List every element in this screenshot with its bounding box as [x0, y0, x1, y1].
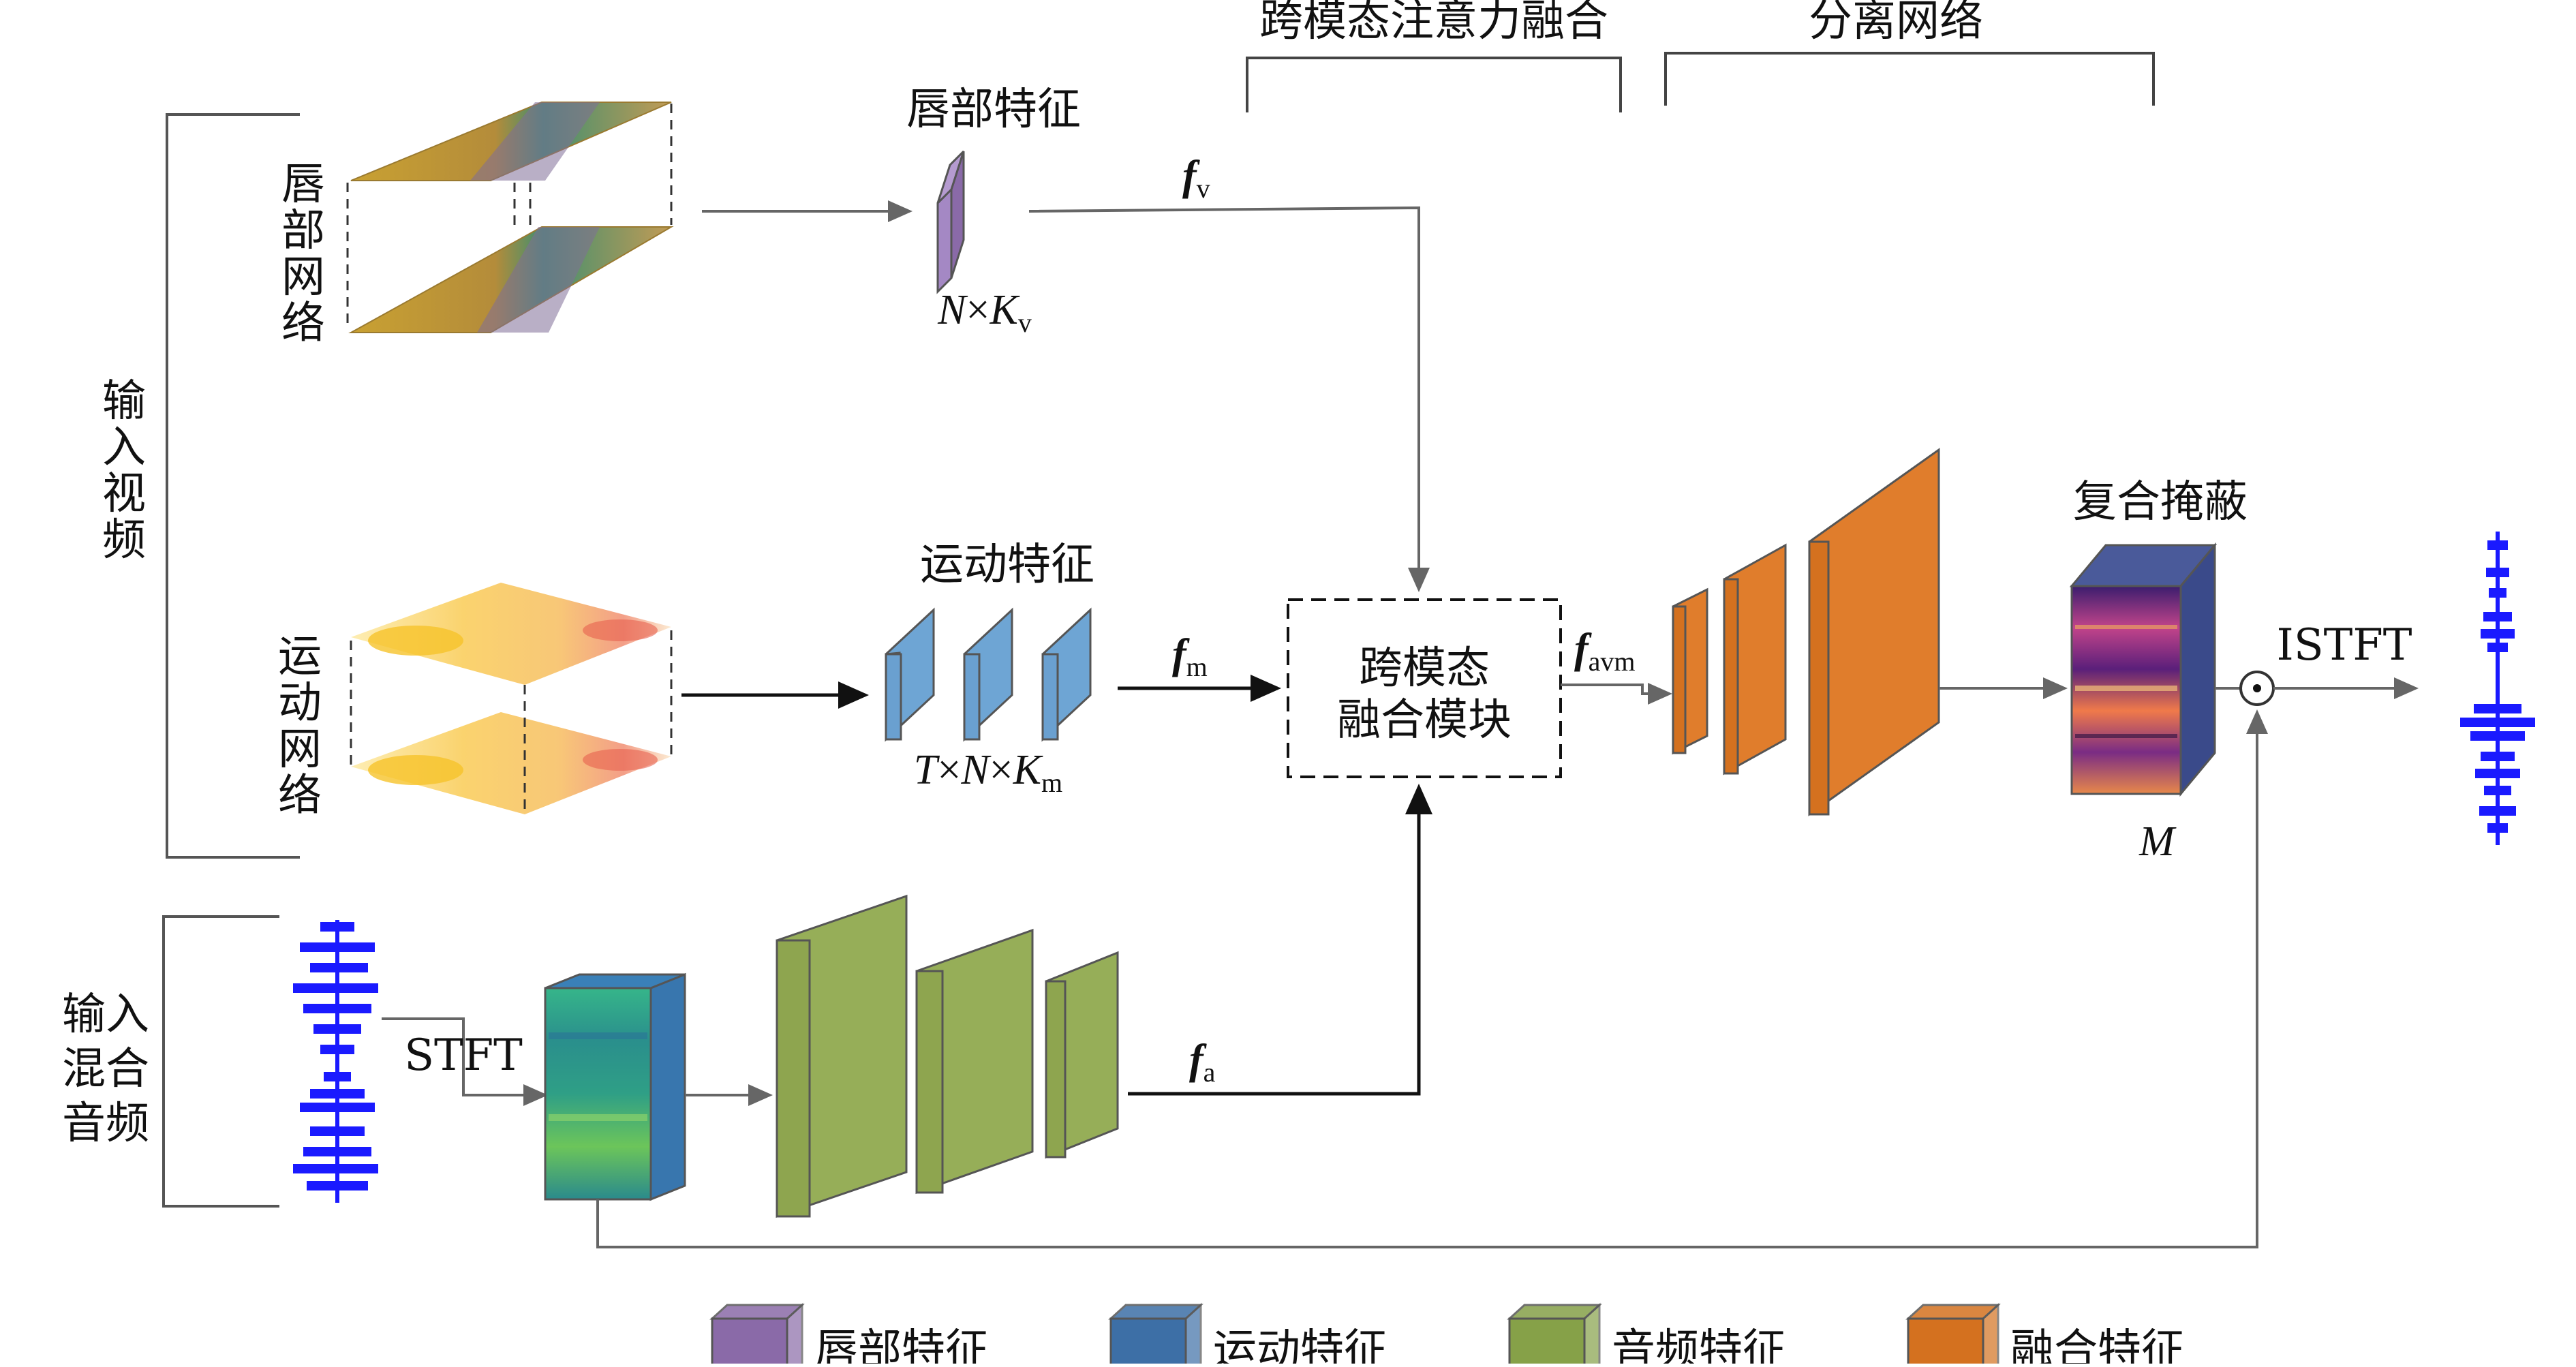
- audio-block-large: [776, 894, 908, 1218]
- spectrogram-block: [544, 972, 686, 1201]
- motion-feature-blocks: [885, 607, 1092, 742]
- lip-feature-title: 唇部特征: [906, 85, 1081, 135]
- lip-network-char: 部: [281, 206, 325, 256]
- fv-label: fv: [1182, 153, 1210, 204]
- fusion-module-line2: 融合模块: [1337, 695, 1512, 746]
- motion-network-char: 动: [278, 678, 322, 728]
- audio-block-small: [1045, 951, 1119, 1159]
- legend-cube-icon: [1507, 1302, 1602, 1367]
- dim-n: N: [960, 747, 992, 793]
- arrow-spectrogram-skip-to-multiply: [596, 709, 2268, 1248]
- fm-label: fm: [1172, 631, 1208, 682]
- legend-item: 唇部特征: [709, 1302, 989, 1367]
- arrow-favm-to-separation: [1561, 683, 1672, 705]
- audio-block-medium: [915, 928, 1034, 1195]
- input-waveform: [293, 920, 378, 1203]
- input-mixed-audio-label: 输入 混合 音频: [62, 989, 149, 1149]
- lip-network-char: 络: [281, 298, 325, 349]
- arrow-fv-to-fusion: [1028, 206, 1430, 592]
- dim-k: K: [1013, 747, 1044, 793]
- separation-network-blocks: [1672, 448, 1940, 816]
- favm-label: favm: [1574, 626, 1636, 677]
- fusion-module-line1: 跨模态: [1359, 643, 1490, 694]
- favm-sub: avm: [1589, 646, 1636, 677]
- multiply-operator-icon: [2239, 671, 2275, 706]
- input-video-char: 输: [102, 376, 146, 427]
- motion-feature-block: [1041, 607, 1092, 742]
- motion-heatmap-frames: [350, 583, 673, 814]
- lip-network-char: 唇: [281, 159, 325, 210]
- mask-symbol: M: [2138, 818, 2177, 865]
- input-video-bracket: [166, 113, 300, 859]
- dim-k: K: [989, 287, 1020, 333]
- lip-video-frames: [346, 102, 674, 333]
- legend-label: 融合特征: [2010, 1325, 2185, 1364]
- motion-feature-block: [963, 607, 1013, 742]
- arrow-fa-to-fusion: [1128, 784, 1432, 1096]
- legend-item: 融合特征: [1905, 1302, 2185, 1367]
- legend-cube-icon: [709, 1302, 805, 1367]
- dim-n: N: [937, 287, 968, 333]
- input-audio-bracket: [162, 915, 279, 1208]
- motion-feature-block: [885, 607, 935, 742]
- motion-feature-title: 运动特征: [920, 540, 1094, 590]
- legend-label: 音频特征: [1612, 1325, 1786, 1364]
- input-video-char: 入: [102, 423, 146, 473]
- input-video-char: 频: [102, 515, 146, 566]
- legend-label: 运动特征: [1213, 1325, 1387, 1364]
- lip-network-label: 唇 部 网 络: [281, 159, 325, 349]
- arrow-waveform-to-spectrogram: [382, 1017, 548, 1106]
- lip-feature-block: [936, 150, 965, 294]
- input-audio-line: 混合: [62, 1044, 149, 1094]
- brace-separation-network: [1664, 52, 2155, 106]
- input-video-label: 输 入 视 频: [102, 376, 146, 566]
- motion-network-char: 运: [278, 632, 322, 682]
- lip-feature-dims: N×Kv: [937, 287, 1032, 338]
- stft-label: STFT: [404, 1030, 523, 1081]
- motion-network-char: 网: [278, 724, 322, 775]
- mask-block: [2069, 542, 2218, 797]
- separation-network-label: 分离网络: [1809, 0, 1983, 46]
- fusion-block-large: [1808, 448, 1940, 816]
- dim-times: ×: [990, 747, 1013, 793]
- input-video-char: 视: [102, 469, 146, 519]
- dim-times: ×: [937, 747, 961, 793]
- motion-feature-dims: T×N×Km: [914, 747, 1062, 798]
- legend-cube-icon: [1905, 1302, 2001, 1367]
- fv-sub: v: [1197, 173, 1210, 204]
- legend-cube-icon: [1108, 1302, 1203, 1367]
- output-waveform: [2460, 532, 2535, 845]
- input-audio-line: 音频: [62, 1099, 149, 1149]
- dim-t: T: [914, 747, 940, 793]
- dim-times: ×: [966, 287, 990, 333]
- motion-network-label: 运 动 网 络: [278, 632, 322, 821]
- dim-k-sub: v: [1018, 307, 1032, 338]
- input-audio-line: 输入: [62, 989, 149, 1040]
- fm-sub: m: [1186, 651, 1208, 682]
- lip-network-char: 网: [281, 252, 325, 303]
- cross-modal-attention-label: 跨模态注意力融合: [1259, 0, 1608, 46]
- fusion-block-medium: [1723, 543, 1787, 775]
- fa-sub: a: [1203, 1057, 1216, 1088]
- istft-label: ISTFT: [2277, 620, 2412, 671]
- brace-cross-modal-attention: [1246, 57, 1622, 112]
- legend-item: 运动特征: [1108, 1302, 1387, 1367]
- motion-network-char: 络: [278, 771, 322, 821]
- dim-k-sub: m: [1041, 767, 1062, 798]
- legend: 唇部特征 运动特征 音频特征 融合特征: [709, 1302, 2185, 1367]
- legend-label: 唇部特征: [814, 1325, 989, 1364]
- audio-feature-blocks: [776, 894, 1119, 1218]
- fa-label: fa: [1189, 1036, 1216, 1088]
- fusion-block-small: [1672, 587, 1708, 755]
- fusion-module-box: [1287, 598, 1562, 778]
- mask-title: 复合掩蔽: [2073, 477, 2248, 527]
- legend-item: 音频特征: [1507, 1302, 1786, 1367]
